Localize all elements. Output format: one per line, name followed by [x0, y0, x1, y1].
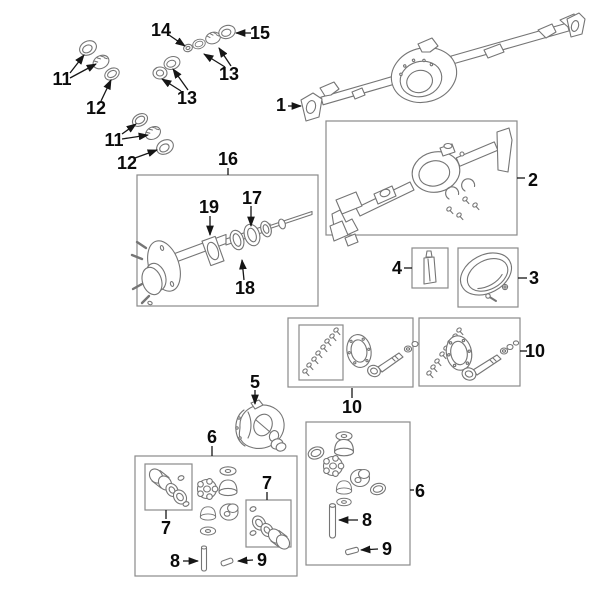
callout-11: 11 — [104, 130, 123, 150]
leader-11a1 — [69, 54, 85, 74]
callout-15: 15 — [250, 23, 270, 43]
leader-13a2 — [218, 47, 232, 67]
callout-8: 8 — [170, 551, 180, 571]
box-ring-pinion-left — [287, 317, 414, 388]
leader-9a — [236, 556, 254, 565]
box-pinion-set-b — [245, 499, 292, 548]
callout-7: 7 — [161, 518, 171, 538]
cross-pin — [328, 503, 337, 539]
callout-13: 13 — [177, 88, 197, 108]
ring-and-pinion-left — [301, 326, 419, 378]
callout-17: 17 — [242, 188, 262, 208]
differential-case — [235, 399, 287, 452]
callout-2: 2 — [528, 170, 538, 190]
ring-and-pinion-right — [425, 326, 520, 381]
leader-11a2 — [69, 63, 97, 79]
leader-13a1 — [203, 53, 226, 68]
leader-11b1 — [121, 123, 137, 135]
boundary-boxes — [134, 120, 521, 577]
leader-lines — [69, 29, 527, 565]
leader-11b2 — [121, 132, 150, 141]
callout-4: 4 — [392, 258, 402, 278]
spider-gear-kit-left — [148, 466, 291, 572]
callout-11: 11 — [52, 69, 71, 89]
cross-pin — [200, 545, 208, 572]
callout-5: 5 — [250, 372, 260, 392]
leader-12b — [134, 149, 158, 159]
callout-7: 7 — [262, 473, 272, 493]
leader-14 — [168, 34, 186, 47]
leader-13b1 — [161, 78, 182, 92]
pinion-bearing-cluster — [152, 22, 238, 80]
box-pinion-set-a — [144, 463, 193, 511]
callout-19: 19 — [199, 197, 219, 217]
callout-13: 13 — [219, 64, 239, 84]
box-ring-pinion-right — [418, 317, 521, 387]
leader-9b — [359, 545, 379, 554]
callout-14: 14 — [151, 20, 171, 40]
axle-housing — [329, 127, 513, 247]
axle-shaft-assembly — [130, 210, 313, 306]
diff-cover — [459, 252, 513, 302]
callout-18: 18 — [235, 278, 255, 298]
spider-gear-kit-right — [305, 431, 388, 556]
callout-6: 6 — [207, 427, 217, 447]
leader-12a — [100, 79, 112, 102]
callout-6: 6 — [415, 481, 425, 501]
callout-labels: 1 2 3 4 5 6 6 7 7 8 8 9 9 10 10 11 11 12… — [52, 20, 545, 571]
axle-assembly — [300, 12, 586, 122]
sealant-tube — [423, 250, 437, 285]
part-drawings — [76, 12, 586, 572]
callout-1: 1 — [276, 95, 286, 115]
box-ring-pinion-left-bolts — [298, 324, 344, 381]
leader-18 — [239, 258, 247, 281]
roll-pin — [344, 546, 360, 556]
callout-12: 12 — [86, 98, 106, 118]
callout-8: 8 — [362, 510, 372, 530]
callout-9: 9 — [382, 539, 392, 559]
callout-10: 10 — [342, 397, 362, 417]
box-spider-kit-left — [134, 455, 298, 577]
roll-pin — [220, 557, 234, 567]
callout-16: 16 — [218, 149, 238, 169]
callout-12: 12 — [117, 153, 137, 173]
callout-3: 3 — [529, 268, 539, 288]
callout-10: 10 — [525, 341, 545, 361]
callout-9: 9 — [257, 550, 267, 570]
leader-13b2 — [172, 68, 189, 91]
box-spider-kit-right — [305, 421, 411, 566]
